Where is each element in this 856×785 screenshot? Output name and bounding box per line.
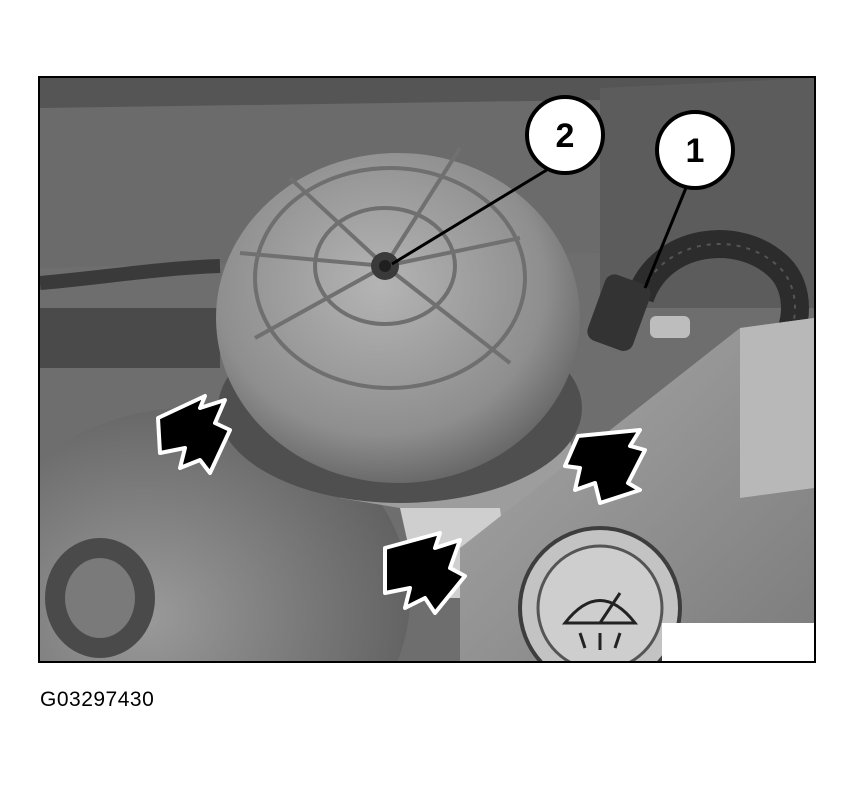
filter-cover-ring-inner — [313, 206, 457, 326]
engine-bay-photo: 1 2 — [40, 78, 814, 661]
windshield-washer-icon — [561, 592, 639, 650]
filter-cover-bolt-icon — [379, 260, 391, 272]
callout-1-label: 1 — [686, 132, 705, 170]
reservoir-cap-inner — [536, 544, 664, 661]
left-bracket — [40, 308, 220, 368]
hose-ribbing — [639, 243, 796, 349]
left-harness — [40, 259, 221, 290]
figure-code: G03297430 — [40, 688, 155, 711]
callout-2-label: 2 — [556, 117, 575, 155]
arrow-marker-center — [383, 531, 467, 615]
filter-cover-ribs — [239, 146, 521, 365]
corner-whiteout — [662, 623, 814, 661]
filter-cover — [216, 153, 580, 483]
arrow-marker-left — [156, 394, 232, 475]
photo-figure: 1 2 — [38, 76, 816, 663]
pipe-fitting — [650, 316, 690, 338]
callout-2-leader — [391, 166, 551, 266]
filter-cover-ring-outer — [253, 166, 527, 390]
arrow-marker-right — [563, 428, 647, 505]
strut-mount-inner — [65, 558, 135, 638]
callout-1: 1 — [655, 110, 735, 190]
callout-1-leader — [643, 177, 692, 289]
reservoir-side — [740, 318, 814, 498]
hose-connector — [587, 274, 651, 351]
callout-2: 2 — [525, 95, 605, 175]
